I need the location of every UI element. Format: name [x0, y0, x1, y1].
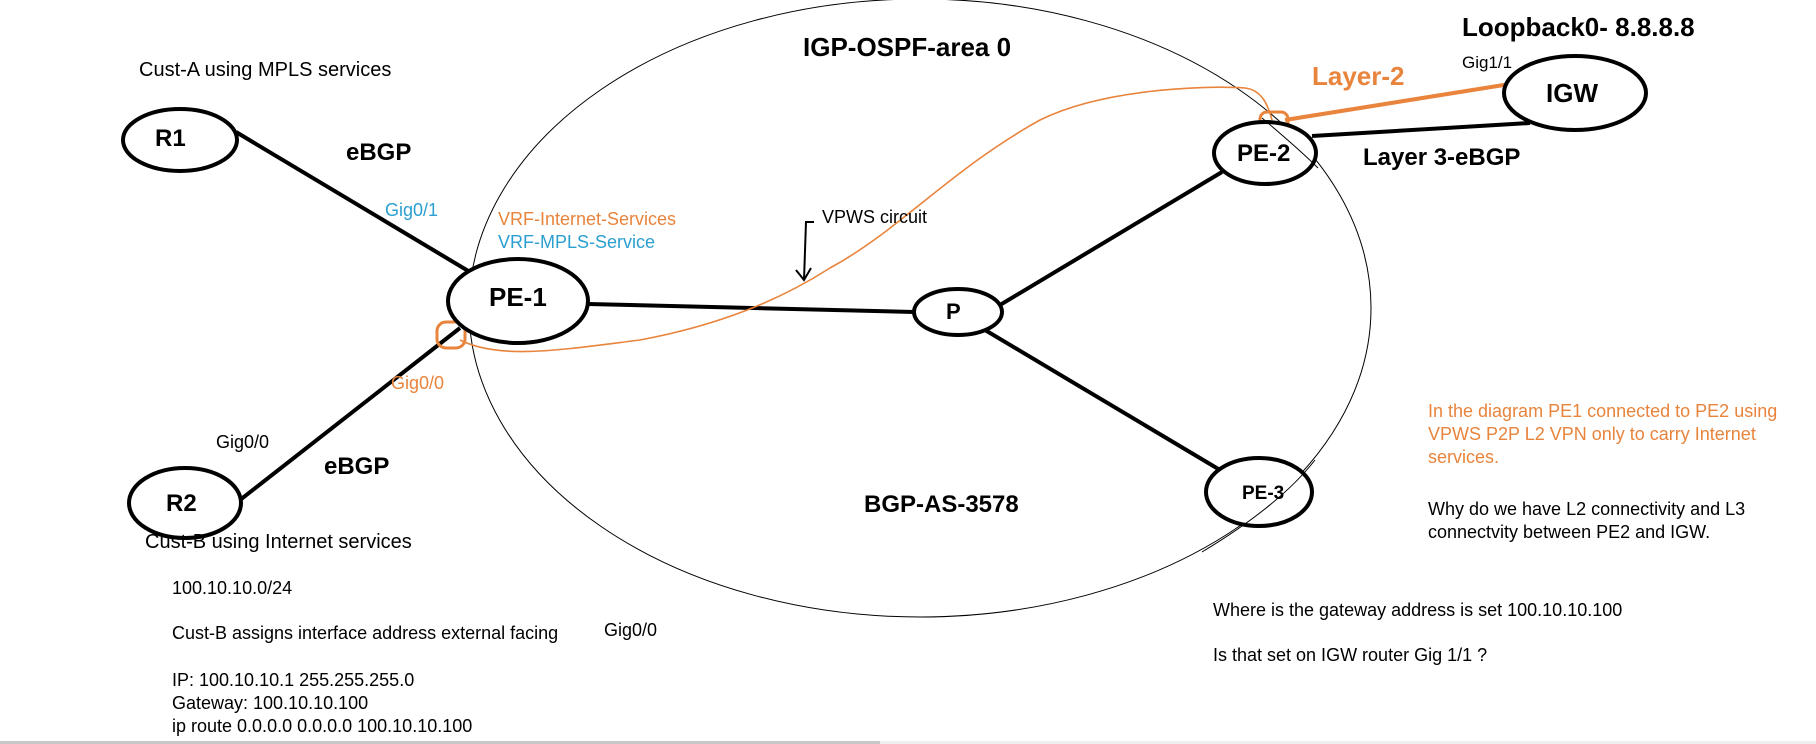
igw-label: IGW [1546, 78, 1598, 108]
gig01-label: Gig0/1 [385, 200, 439, 220]
igp-area-label: IGP-OSPF-area 0 [803, 32, 1012, 62]
horizontal-scrollbar-thumb[interactable] [0, 741, 880, 744]
ebgp-bottom-label: eBGP [324, 453, 390, 480]
vpws-arrow [795, 221, 814, 282]
boundary-overlay [1201, 117, 1319, 553]
router-pe2[interactable] [1212, 120, 1318, 186]
cust-b-assign: Cust-B assigns interface address externa… [172, 623, 559, 643]
notes-question: Why do we have L2 connectivity and L3 co… [1428, 498, 1745, 544]
igw-question: Is that set on IGW router Gig 1/1 ? [1213, 645, 1488, 665]
link-p-pe2 [998, 170, 1224, 307]
link-r2-pe1 [238, 326, 462, 502]
horizontal-scrollbar-track[interactable] [880, 741, 1816, 744]
vrf-internet-label: VRF-Internet-Services [498, 209, 677, 229]
router-igw[interactable] [1502, 54, 1648, 132]
cust-b-ip: IP: 100.10.10.1 255.255.255.0 [172, 670, 415, 690]
cust-b-subnet: 100.10.10.0/24 [172, 578, 293, 598]
note-line: VPWS P2P L2 VPN only to carry Internet [1428, 424, 1756, 444]
link-r1-pe1 [234, 130, 472, 274]
pe1-interface-marker [435, 320, 467, 350]
router-pe1[interactable] [446, 257, 590, 345]
layer2-label: Layer-2 [1312, 61, 1405, 91]
vrf-mpls-label: VRF-MPLS-Service [498, 232, 656, 252]
pe1-label: PE-1 [489, 282, 547, 312]
notes-orange: In the diagram PE1 connected to PE2 usin… [1428, 400, 1777, 469]
ebgp-top-label: eBGP [346, 139, 412, 166]
pe3-label: PE-3 [1242, 483, 1285, 504]
r2-label: R2 [166, 490, 197, 517]
cust-b-route: ip route 0.0.0.0 0.0.0.0 100.10.10.100 [172, 716, 473, 736]
router-r2[interactable] [127, 466, 243, 540]
bgp-as-label: BGP-AS-3578 [864, 491, 1019, 518]
vpws-circuit-label: VPWS circuit [822, 207, 928, 227]
gig00-r2-label: Gig0/0 [216, 432, 270, 452]
vpws-circuit-path [459, 86, 1273, 353]
router-r1[interactable] [121, 107, 239, 173]
gig00-pe1-label: Gig0/0 [391, 373, 445, 393]
cust-b-gateway: Gateway: 100.10.10.100 [172, 693, 369, 713]
gig11-label: Gig1/1 [1462, 53, 1513, 72]
router-pe3[interactable] [1204, 456, 1314, 528]
cust-b-title: Cust-B using Internet services [145, 531, 412, 553]
question-line: connectvity between PE2 and IGW. [1428, 522, 1711, 542]
cust-b-assign-iface: Gig0/0 [604, 620, 658, 640]
link-p-pe3 [983, 328, 1222, 472]
r1-label: R1 [155, 125, 186, 152]
link-pe2-igw-layer2 [1284, 82, 1511, 122]
link-pe2-igw-layer3 [1311, 121, 1531, 138]
loopback-label: Loopback0- 8.8.8.8 [1462, 12, 1695, 42]
cust-a-label: Cust-A using MPLS services [139, 59, 392, 81]
pe2-label: PE-2 [1237, 140, 1291, 167]
layer3-label: Layer 3-eBGP [1363, 144, 1521, 171]
note-line: In the diagram PE1 connected to PE2 usin… [1428, 401, 1778, 421]
p-label: P [946, 299, 961, 324]
note-line: services. [1428, 447, 1500, 467]
router-p[interactable] [912, 287, 1004, 337]
gateway-question: Where is the gateway address is set 100.… [1213, 600, 1623, 620]
question-line: Why do we have L2 connectivity and L3 [1428, 499, 1746, 519]
